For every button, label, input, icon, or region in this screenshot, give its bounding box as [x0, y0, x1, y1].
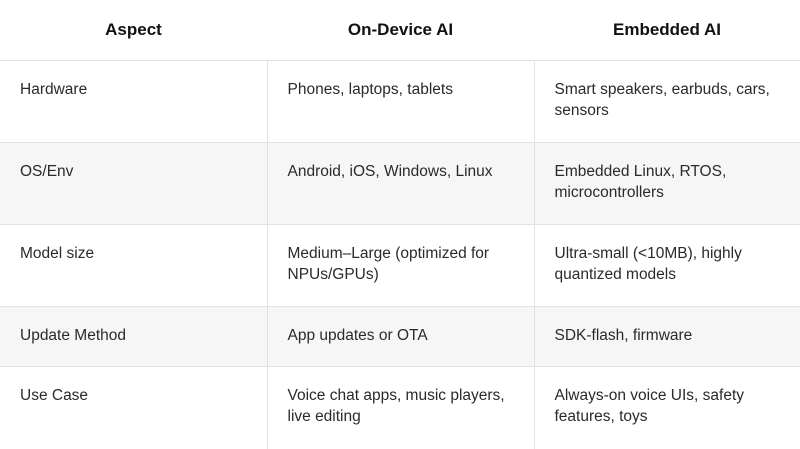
table-row: Hardware Phones, laptops, tablets Smart …	[0, 60, 800, 143]
on-device-cell: Phones, laptops, tablets	[267, 60, 535, 143]
header-row: Aspect On-Device AI Embedded AI	[0, 0, 800, 61]
embedded-cell: Always-on voice UIs, safety features, to…	[554, 387, 745, 425]
embedded-cell: Ultra-small (<10MB), highly quantized mo…	[534, 224, 800, 307]
aspect-cell: Use Case	[0, 366, 268, 449]
embedded-cell: Embedded Linux, RTOS, microcontrollers	[534, 142, 800, 225]
header-embedded-ai: Embedded AI	[534, 0, 800, 61]
on-device-cell: Voice chat apps, music players, live edi…	[267, 366, 535, 449]
embedded-cell: SDK-flash, firmware	[534, 306, 800, 367]
table-header: Aspect On-Device AI Embedded AI	[0, 0, 800, 61]
table-row: OS/Env Android, iOS, Windows, Linux Embe…	[0, 142, 800, 225]
table-row: Use Case Voice chat apps, music players,…	[0, 366, 800, 449]
aspect-cell: Update Method	[0, 306, 268, 367]
on-device-cell: Medium–Large (optimized for NPUs/GPUs)	[267, 224, 535, 307]
header-aspect: Aspect	[0, 0, 267, 61]
header-on-device-ai: On-Device AI	[267, 0, 534, 61]
embedded-cell: Smart speakers, earbuds, cars, sensors	[534, 60, 800, 143]
on-device-cell: App updates or OTA	[267, 306, 535, 367]
on-device-cell: Android, iOS, Windows, Linux	[267, 142, 535, 225]
table-row: Update Method App updates or OTA SDK-fla…	[0, 306, 800, 367]
aspect-cell: OS/Env	[0, 142, 268, 225]
table-body: Hardware Phones, laptops, tablets Smart …	[0, 60, 800, 449]
aspect-cell: Model size	[0, 224, 268, 307]
table-row: Model size Medium–Large (optimized for N…	[0, 224, 800, 307]
aspect-cell: Hardware	[0, 60, 268, 143]
